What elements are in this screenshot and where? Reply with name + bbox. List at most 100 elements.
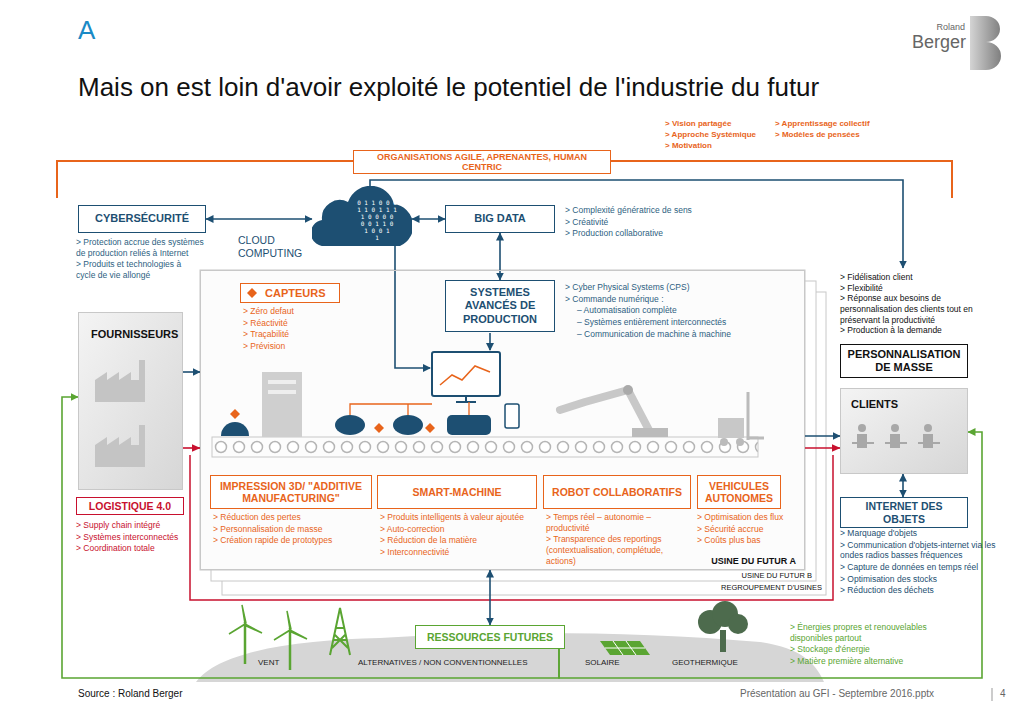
logo xyxy=(970,16,1001,70)
bullet: > Commande numérique : xyxy=(565,294,795,305)
node-text: 1 0 0 0 0 xyxy=(361,213,394,220)
page-number: 4 xyxy=(1000,688,1006,701)
resource-hill xyxy=(229,605,262,664)
process-box: CYBERSÉCURITÉ xyxy=(78,205,206,233)
connector xyxy=(62,397,559,678)
bullet: > Auto-correction xyxy=(380,524,540,535)
footer-file: Présentation au GFI - Septembre 2016.ppt… xyxy=(740,688,934,701)
bullet: > Approche Systémique xyxy=(665,130,756,140)
bullet: > Optimisation des stocks xyxy=(840,574,1005,585)
node-text: CLIENTS xyxy=(851,398,967,410)
tech-box: SMART-MACHINE xyxy=(377,475,537,509)
client-panel xyxy=(918,434,940,448)
cloud-shape: 0 1 1 0 0 01 1 0 1 1 11 0 0 0 00 0 1 1 0… xyxy=(312,186,412,246)
bullet: > Traçabilité xyxy=(243,329,373,340)
client-box: CLIENTS xyxy=(840,388,968,474)
connector xyxy=(489,570,491,625)
footer-separator xyxy=(992,688,993,701)
slide-letter: A xyxy=(78,14,95,47)
bullet: > Créativité xyxy=(565,217,795,228)
production-line xyxy=(718,418,744,438)
production-line xyxy=(736,438,744,446)
bullet: > Complexité génératrice de sens xyxy=(565,205,795,216)
sensor-links xyxy=(350,402,469,415)
production-line xyxy=(560,390,650,432)
bullet: > Cyber Physical Systems (CPS) xyxy=(565,282,795,293)
sensor-box: CAPTEURS xyxy=(240,283,340,303)
node-text: VEHICULES AUTONOMES xyxy=(702,480,776,504)
monitor xyxy=(456,401,476,403)
node-text: CYBERSÉCURITÉ xyxy=(95,212,189,225)
bullet: > Protection accrue des systèmes de prod… xyxy=(76,237,206,258)
node-text: SMART-MACHINE xyxy=(412,486,501,498)
sensor-diamond xyxy=(247,288,257,298)
logo-text: Berger xyxy=(880,31,966,54)
bullet: > Marquage d'objets xyxy=(840,528,1005,539)
tech-box: ROBOT COLLABORATIFS xyxy=(543,475,691,509)
process-box: INTERNET DES OBJETS xyxy=(840,497,968,528)
connector xyxy=(412,218,445,220)
bullet: – Systèmes entièrement interconnectés xyxy=(577,317,797,328)
connector xyxy=(206,218,312,220)
bullet: > Motivation xyxy=(665,141,712,151)
tech-box: VEHICULES AUTONOMES xyxy=(697,475,781,509)
bullet: > Création rapide de prototypes xyxy=(213,535,371,546)
footer-separator xyxy=(992,688,993,701)
cloud-outline xyxy=(312,186,412,246)
production-line xyxy=(505,404,519,428)
node-text: FOURNISSEURS xyxy=(91,328,182,340)
monitor xyxy=(432,352,500,402)
connector xyxy=(370,180,903,268)
production-line xyxy=(393,415,423,435)
sensor-diamonds xyxy=(230,409,435,433)
client-panel xyxy=(852,434,874,448)
bullet: > Réduction de la matière xyxy=(380,535,540,546)
process-box: BIG DATA xyxy=(445,205,555,233)
client-panel xyxy=(840,388,968,474)
node-text: CAPTEURS xyxy=(265,287,326,300)
bullet: > Apprentissage collectif xyxy=(775,119,870,129)
connector xyxy=(183,371,200,373)
node-text: > Production à la demande xyxy=(840,325,1005,336)
organisation-bracket xyxy=(57,161,353,198)
bullet: > Énergies propres et renouvelables disp… xyxy=(790,622,950,643)
production-line xyxy=(720,438,728,446)
production-line xyxy=(748,437,764,440)
resource-hill xyxy=(196,601,824,682)
node-text: IMPRESSION 3D/ "ADDITIVE MANUFACTURING" xyxy=(215,480,367,504)
node-text: 1 0 0 1 xyxy=(364,227,389,234)
bullet: > Prévision xyxy=(243,341,373,352)
client-panel xyxy=(885,434,907,448)
panel-label: REGROUPEMENT D'USINES xyxy=(690,583,822,592)
bullet: > Supply chain intégré xyxy=(76,520,188,531)
node-text: LOGISTIQUE 4.0 xyxy=(89,500,171,512)
connector xyxy=(183,447,200,449)
bullet: > Temps réel – autonomie – productivité xyxy=(546,512,691,533)
bullet: > Transparence des reportings (contextua… xyxy=(546,534,691,566)
resource-hill xyxy=(600,641,650,655)
logistics-line xyxy=(190,455,833,600)
resource-box: RESSOURCES FUTURES xyxy=(415,625,565,649)
bullet: > Coordination totale xyxy=(76,543,188,554)
logistics-box: LOGISTIQUE 4.0 xyxy=(76,497,184,515)
production-line xyxy=(623,385,633,395)
factory-panels xyxy=(200,270,826,595)
band-box: ORGANISATIONS AGILE, APRENANTES, HUMAN C… xyxy=(353,150,611,174)
node-text: 1 1 0 1 1 1 xyxy=(357,206,397,213)
production-line xyxy=(212,437,758,457)
production-line xyxy=(268,390,296,394)
connector xyxy=(805,435,840,437)
energy-label: SOLAIRE xyxy=(585,658,620,668)
process-box: SYSTEMES AVANCÉS DE PRODUCTION xyxy=(445,280,555,332)
production-line xyxy=(268,380,296,384)
client-panel xyxy=(891,424,899,432)
node-text: > Fidélisation client xyxy=(840,272,1005,283)
data-links xyxy=(395,246,430,368)
bullet: > Matière première alternative xyxy=(790,656,950,667)
node-text: > Réponse aux besoins de personnalisatio… xyxy=(840,293,1005,325)
logistics-line xyxy=(190,455,833,600)
node-text: 1 xyxy=(375,234,379,241)
node-text: 0 1 1 0 0 0 xyxy=(357,199,397,206)
sensor-diamonds xyxy=(374,423,384,433)
energy-label: ALTERNATIVES / NON CONVENTIONNELLES xyxy=(358,658,528,668)
